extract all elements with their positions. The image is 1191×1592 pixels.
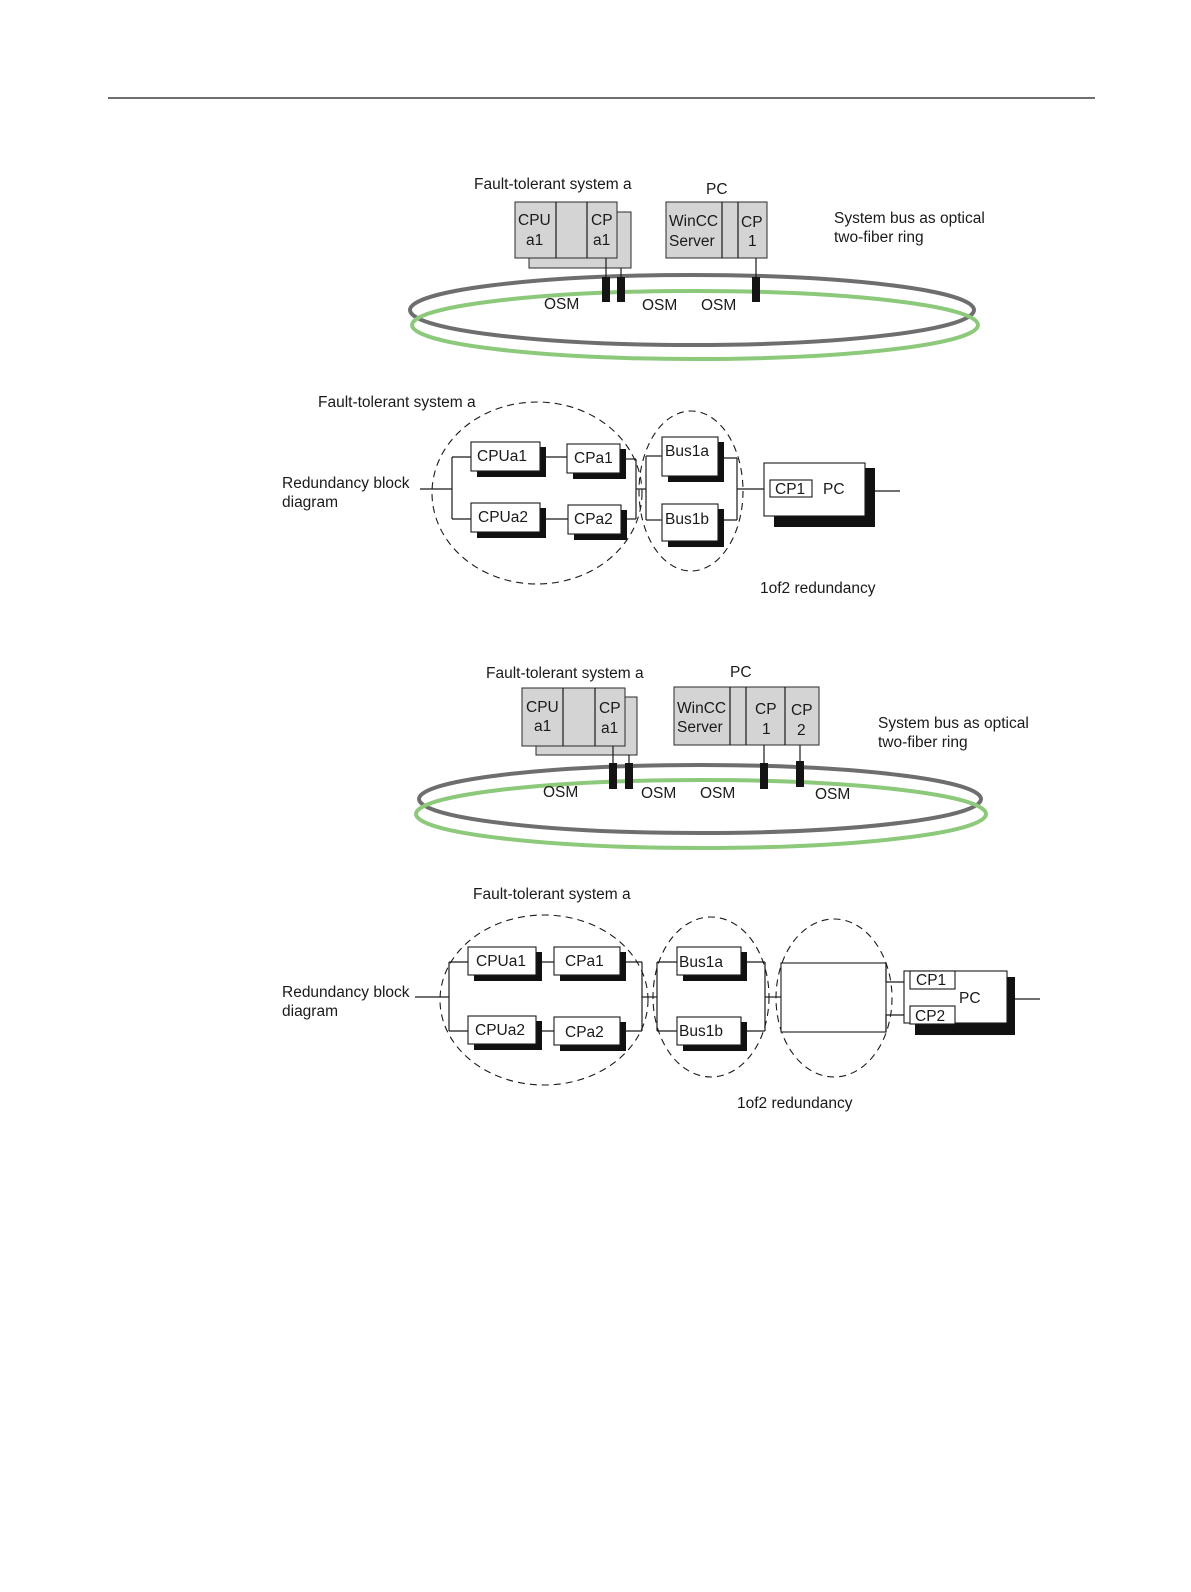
d2-osm-block	[796, 761, 804, 787]
b2-cpua1-label: CPUa1	[476, 953, 526, 970]
d2-bus-label: System bus as optical	[878, 715, 1029, 732]
d1-cpu-label: CPU	[518, 212, 551, 229]
b2-bus1a-block	[676, 946, 742, 976]
b1-cpa1-label: CPa1	[574, 450, 613, 467]
b1-cpa2-label: CPa2	[574, 511, 613, 528]
d2-cpu-label: CPU	[526, 699, 559, 716]
b1-bus1b-block	[661, 503, 719, 542]
d1-pccp-sub: 1	[748, 233, 757, 250]
b1-bus-ellipse	[638, 410, 744, 572]
b2-bus1b-block	[676, 1016, 742, 1046]
d2-osm-block	[760, 763, 768, 789]
hardware-diagram-1: Fault-tolerant system a CPU a1 CP a1 PC …	[408, 176, 985, 361]
d1-ring-green	[410, 289, 980, 361]
b1-bus1a-block	[661, 436, 719, 477]
b2-rbd-sub: diagram	[282, 1003, 338, 1020]
d1-osm-label: OSM	[701, 297, 736, 314]
d2-pccp2-label: CP	[791, 702, 813, 719]
b1-bus1b-label: Bus1b	[665, 511, 709, 528]
b2-bus1a-label: Bus1a	[679, 954, 723, 971]
b1-rbd-sub: diagram	[282, 494, 338, 511]
b2-rbd-label: Redundancy block	[282, 984, 410, 1001]
b2-cp-path-frame	[780, 962, 887, 1033]
d1-ring-gray	[408, 273, 976, 347]
d2-title: Fault-tolerant system a	[486, 665, 644, 682]
d2-wincc-label: WinCC	[677, 700, 726, 717]
b2-group-ellipse	[439, 914, 649, 1086]
b1-cpua1-label: CPUa1	[477, 448, 527, 465]
b1-rbd-label: Redundancy block	[282, 475, 410, 492]
d2-wincc-sub: Server	[677, 719, 723, 736]
b2-pc-label: PC	[959, 990, 981, 1007]
d1-rack-front	[514, 201, 618, 259]
b1-cpua2-block	[470, 502, 541, 533]
hardware-diagram-2: Fault-tolerant system a CPU a1 CP a1 PC …	[414, 664, 1029, 850]
d1-bus-sub: two-fiber ring	[834, 229, 924, 246]
d1-pc-rack	[665, 201, 768, 259]
d2-osm-label: OSM	[641, 785, 676, 802]
d1-osm-block	[617, 277, 625, 302]
d2-ring-green	[414, 778, 988, 850]
d2-osm-block	[625, 763, 633, 789]
b2-cpua2-label: CPUa2	[475, 1022, 525, 1039]
b2-bus1b-label: Bus1b	[679, 1023, 723, 1040]
d1-osm-label: OSM	[642, 297, 677, 314]
d2-cp-label: CP	[599, 700, 621, 717]
b2-cp1-label: CP1	[916, 972, 946, 989]
b2-bus-ellipse	[652, 916, 770, 1078]
b2-cp-ellipse	[775, 918, 893, 1078]
d2-pccp2-sub: 2	[797, 722, 806, 739]
d1-cpu-sub: a1	[526, 232, 543, 249]
b2-cpua1-block	[467, 946, 537, 976]
d2-osm-label: OSM	[700, 785, 735, 802]
b2-cpa1-block	[553, 946, 621, 976]
d2-cpu-sub: a1	[534, 718, 551, 735]
d1-osm-block	[602, 277, 610, 302]
d1-wincc-sub: Server	[669, 233, 715, 250]
b2-cp1-block	[909, 970, 956, 990]
block-diagram-2: Fault-tolerant system a Redundancy block…	[282, 886, 1040, 1112]
d2-osm-label: OSM	[815, 786, 850, 803]
b1-caption: 1of2 redundancy	[760, 580, 876, 597]
d1-title: Fault-tolerant system a	[474, 176, 632, 193]
b2-caption: 1of2 redundancy	[737, 1095, 853, 1112]
d2-cp-sub: a1	[601, 720, 618, 737]
b2-title: Fault-tolerant system a	[473, 886, 631, 903]
d2-pc-label: PC	[730, 664, 752, 681]
d1-osm-block	[752, 277, 760, 302]
d2-bus-sub: two-fiber ring	[878, 734, 968, 751]
d1-osm-label: OSM	[544, 296, 579, 313]
b1-pc-label: PC	[823, 481, 845, 498]
b2-cpa1-label: CPa1	[565, 953, 604, 970]
b1-cpa2-block	[567, 504, 622, 535]
b1-title: Fault-tolerant system a	[318, 394, 476, 411]
d2-osm-label: OSM	[543, 784, 578, 801]
d1-wincc-label: WinCC	[669, 213, 718, 230]
b1-bus1a-label: Bus1a	[665, 443, 709, 460]
b1-cp1-block	[769, 479, 813, 498]
d1-cp-label: CP	[591, 212, 613, 229]
d2-rack-front	[521, 687, 626, 747]
b1-group-ellipse	[431, 401, 643, 585]
d1-pc-label: PC	[706, 181, 728, 198]
d2-osm-block	[609, 763, 617, 789]
b1-cpa1-block	[566, 443, 621, 474]
d2-pccp1-label: CP	[755, 701, 777, 718]
d2-ring-gray	[417, 763, 983, 835]
b2-cpua2-block	[467, 1015, 537, 1045]
b1-cpua1-block	[470, 441, 541, 472]
d1-cp-sub: a1	[593, 232, 610, 249]
b2-cp2-block	[909, 1005, 956, 1025]
b1-cpua2-label: CPUa2	[478, 509, 528, 526]
d1-bus-label: System bus as optical	[834, 210, 985, 227]
b2-cpa2-label: CPa2	[565, 1024, 604, 1041]
b2-cpa2-block	[553, 1016, 621, 1046]
d1-pccp-label: CP	[741, 214, 763, 231]
block-diagram-1: Fault-tolerant system a Redundancy block…	[282, 394, 900, 597]
d2-pccp1-sub: 1	[762, 721, 771, 738]
b1-cp1-label: CP1	[775, 481, 805, 498]
b2-cp2-label: CP2	[915, 1008, 945, 1025]
